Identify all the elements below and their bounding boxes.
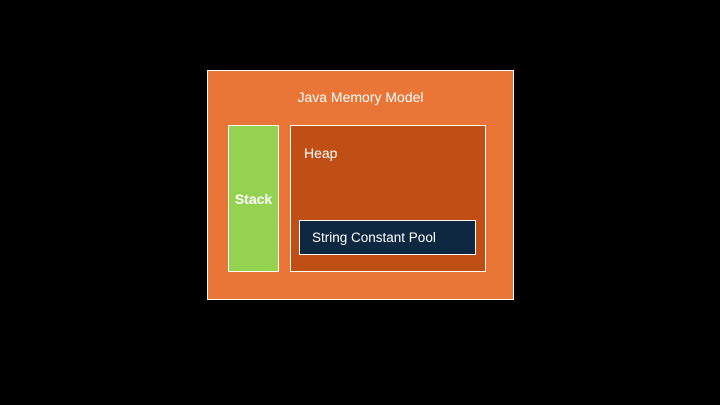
heap-label: Heap (304, 145, 338, 161)
string-constant-pool-box: String Constant Pool (299, 220, 476, 255)
pool-label: String Constant Pool (312, 230, 436, 245)
stack-box: Stack (228, 125, 279, 272)
diagram-title: Java Memory Model (297, 89, 424, 105)
stack-label: Stack (234, 190, 273, 207)
